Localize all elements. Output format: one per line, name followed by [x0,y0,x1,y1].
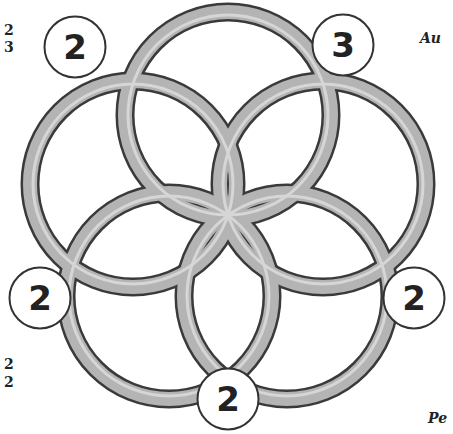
number-circle: 2 [196,367,260,431]
number-circle: 2 [43,15,107,79]
number-circle: 3 [311,13,375,77]
margin-fragment: 3 [4,39,14,55]
circle-number: 2 [196,367,260,431]
circle-number: 2 [8,266,72,330]
circle-number: 2 [43,15,107,79]
circle-number: 2 [382,266,446,330]
number-circle: 2 [382,266,446,330]
circle-number: 3 [311,13,375,77]
margin-fragment: 2 [4,356,14,372]
margin-fragment: Au [420,30,441,46]
margin-fragment: Pe [428,410,447,426]
margin-fragment: 2 [4,22,14,38]
number-circle: 2 [8,266,72,330]
margin-fragment: 2 [4,374,14,390]
